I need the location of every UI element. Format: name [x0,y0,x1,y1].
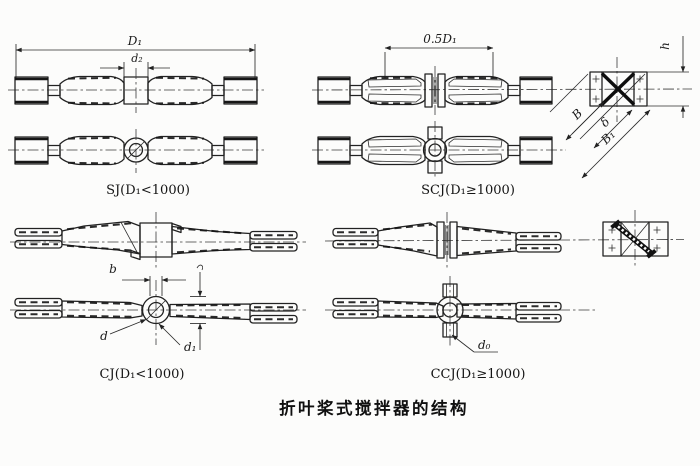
dim-label-delta: δ [598,115,613,130]
joint-plate [602,221,669,257]
bolt-hole-marks [592,75,644,103]
ccj-variant-label: CCJ(D₁≥1000) [431,367,526,382]
cj-variant-label: CJ(D₁<1000) [100,367,185,382]
dim-label-half-D1: 0.5D₁ [423,32,457,46]
dimension-D1: D₁ [15,34,256,80]
dimension-blade-width [190,264,206,350]
sj-variant-label: SJ(D₁<1000) [106,183,190,198]
bolt-hole-marks [608,226,661,252]
dimension-h: h [647,36,689,118]
dim-label-b: b [109,262,117,276]
dimension-B1: B₁ [581,109,651,179]
ccj-plan-view [324,212,685,270]
scj-variant-label: SCJ(D₁≥1000) [421,183,515,198]
bolted-joint-detail [602,210,669,268]
ccj-front-view: d₀ [325,276,596,353]
dimension-d0: d₀ [451,334,498,353]
sj-front-view [8,129,264,173]
dimension-half-D1: 0.5D₁ [384,32,494,78]
figure-caption: 折叶桨式搅拌器的结构 [279,398,469,418]
dim-label-D1: D₁ [127,34,142,48]
cj-plan-view [10,212,306,270]
scj-plan-view [311,66,693,115]
dim-label-B: B [568,106,585,123]
dimension-d2: d₂ [100,52,170,80]
ccj-hub-circle [436,296,464,324]
dim-label-h: h [658,42,672,50]
dim-label-d: d [100,329,108,343]
dim-label-d1: d₁ [184,340,197,354]
scj-variant-drawing: 0.5D₁ [311,32,693,198]
diagonal-bolt [610,219,657,259]
cj-variant-drawing: b d d₁ [10,212,306,382]
sj-variant-drawing: D₁ d₂ [8,34,264,198]
scj-front-view [312,121,566,179]
cj-front-view: d d₁ [10,264,306,354]
blade-section-detail: h B δ B₁ [549,36,689,179]
dimension-delta: δ [593,109,633,149]
ccj-variant-drawing: d₀ CCJ(D₁≥1000) [324,212,685,382]
dimension-d1: d₁ [158,323,197,354]
dim-label-d0: d₀ [478,338,491,352]
sj-plan-view [8,68,264,113]
dim-label-d2: d₂ [131,52,142,65]
dimension-b: b [109,262,186,296]
dimension-d: d [100,319,147,343]
blade-plate [589,71,648,107]
